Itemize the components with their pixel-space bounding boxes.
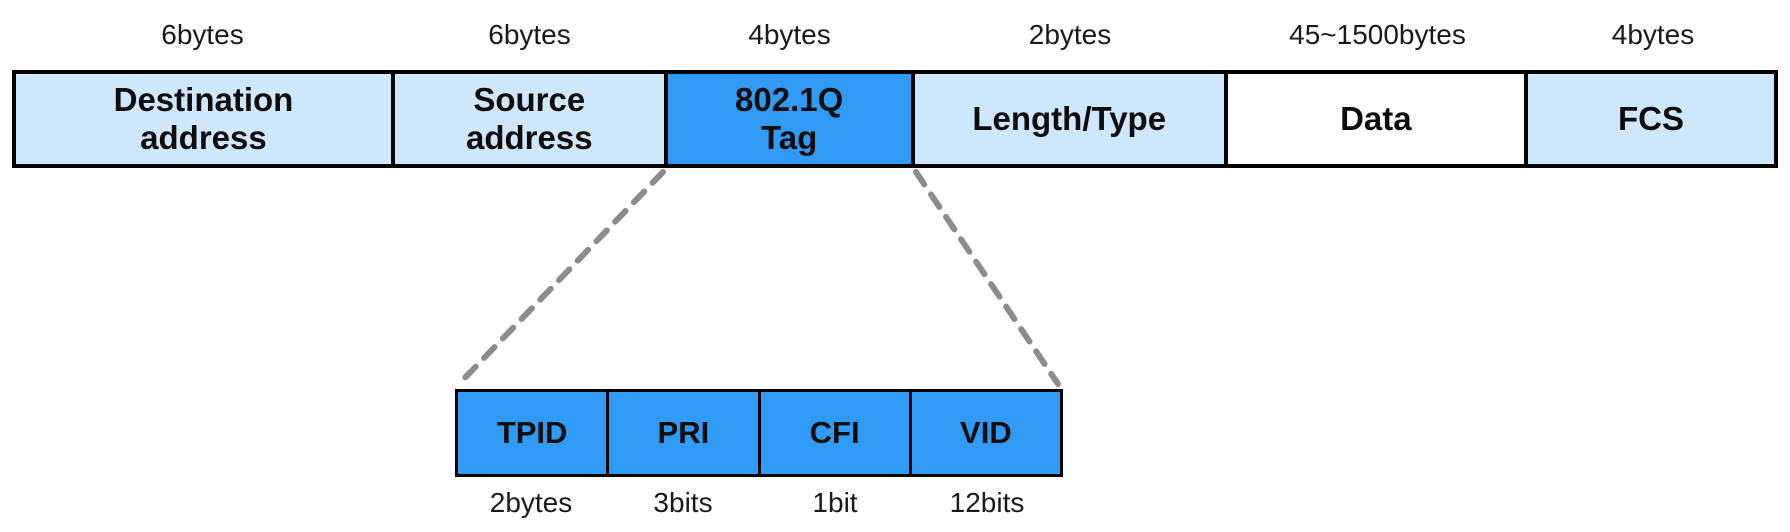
tag-field-label: CFI bbox=[809, 415, 860, 451]
frame-field-size-label: 4bytes bbox=[1611, 19, 1695, 50]
tag-field-size-label: 12bits bbox=[949, 487, 1025, 518]
tag-field-cfi: CFI bbox=[760, 392, 912, 474]
frame-field-fcs: FCS bbox=[1527, 74, 1774, 164]
frame-field-data: Data bbox=[1227, 74, 1528, 164]
tag-field-size-label: 1bit bbox=[812, 487, 858, 518]
tag-field-label: VID bbox=[960, 415, 1012, 451]
frame-field-size-label: 4bytes bbox=[748, 19, 831, 50]
frame-field-destination-address: Destination address bbox=[16, 74, 395, 164]
tag-field-size-label: 3bits bbox=[653, 487, 713, 518]
frame-field-length-type: Length/Type bbox=[914, 74, 1228, 164]
frame-field-label: Source address bbox=[466, 80, 593, 156]
tag-field-label: TPID bbox=[496, 415, 568, 451]
tag-field-tpid: TPID bbox=[458, 392, 610, 474]
frame-field-source-address: Source address bbox=[394, 74, 668, 164]
tag-field-size-label: 2bytes bbox=[489, 487, 573, 518]
frame-field-label: Destination address bbox=[113, 80, 294, 156]
frame-field-size-label: 6bytes bbox=[161, 19, 244, 50]
frame-field-size-label: 2bytes bbox=[1028, 19, 1112, 50]
frame-field-8021q-tag: 802.1Q Tag bbox=[667, 74, 915, 164]
frame-field-label: Length/Type bbox=[972, 99, 1167, 137]
frame-field-label: Data bbox=[1340, 99, 1412, 137]
tag-field-vid: VID bbox=[911, 392, 1060, 474]
frame-field-label: FCS bbox=[1617, 99, 1684, 137]
tag-field-pri: PRI bbox=[609, 392, 761, 474]
frame-row: Destination address Source address 802.1… bbox=[12, 70, 1778, 168]
dashed-connector-left bbox=[456, 169, 666, 387]
tag-field-label: PRI bbox=[657, 415, 710, 451]
frame-field-size-label: 6bytes bbox=[488, 19, 571, 50]
frame-field-size-label: 45~1500bytes bbox=[1289, 19, 1466, 50]
tag-row: TPID PRI CFI VID bbox=[455, 389, 1063, 477]
dashed-connector-right bbox=[913, 169, 1061, 387]
frame-field-label: 802.1Q Tag bbox=[735, 80, 844, 156]
